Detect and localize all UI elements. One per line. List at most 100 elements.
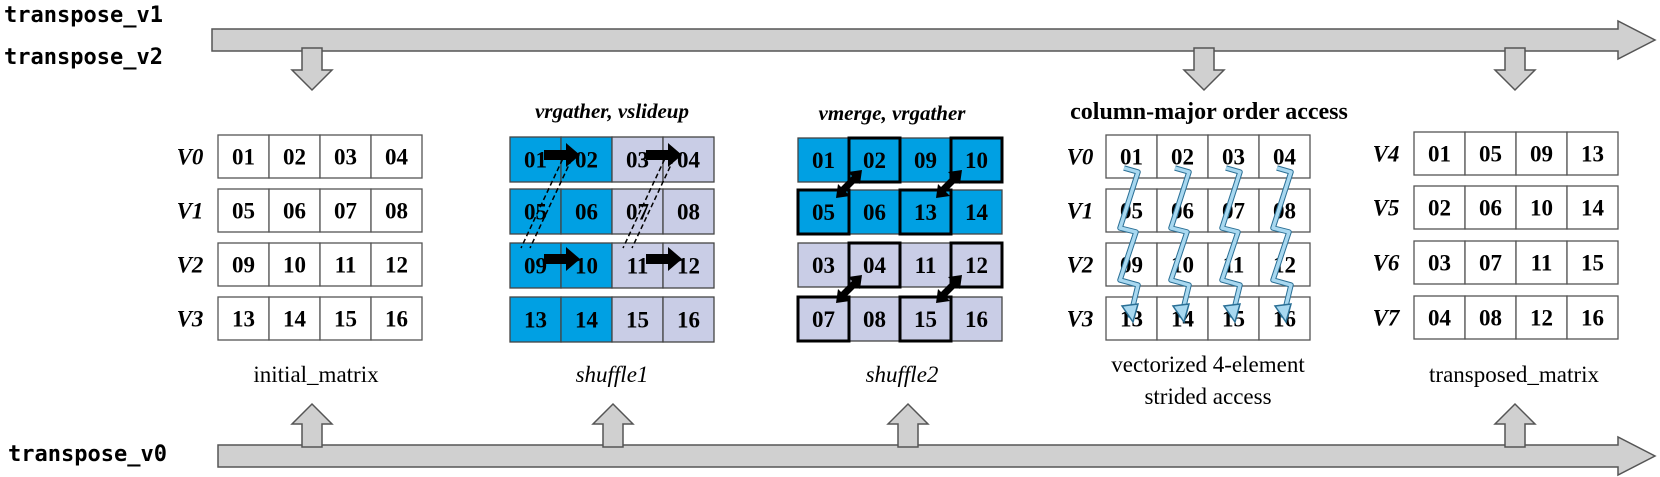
cell-value: 14: [575, 308, 599, 333]
cell-value: 06: [863, 200, 886, 225]
cell-value: 10: [1530, 196, 1553, 221]
cell-value: 11: [1531, 251, 1553, 276]
swap-cell-highlight: [847, 241, 902, 289]
shuffle2-swap-heads: [836, 170, 962, 303]
matrix-cell: [217, 188, 270, 233]
cell-value: 10: [575, 254, 598, 279]
cell-value: 01: [1428, 142, 1451, 167]
matrix-cell: [370, 188, 423, 233]
cell-value: 12: [965, 253, 988, 278]
top-flow-arrow: [211, 19, 1657, 61]
row-label: V5: [1373, 196, 1400, 221]
cell-value: 06: [283, 199, 306, 224]
cell-value: 05: [1479, 142, 1502, 167]
cell-value: 07: [334, 199, 357, 224]
up-arrow-shuffle1: [591, 402, 635, 448]
matrix-cell: [1413, 295, 1466, 340]
row-label: V3: [177, 307, 204, 332]
cell-value: 09: [914, 148, 937, 173]
matrix-cell: [899, 242, 952, 288]
cell-value: 01: [1120, 145, 1143, 170]
matrix-cell: [662, 188, 715, 235]
down-arrow-initial: [290, 47, 334, 92]
row-label: V1: [1067, 199, 1094, 224]
cell-value: 02: [863, 148, 886, 173]
cell-value: 15: [914, 307, 937, 332]
zigzag-arrow-head: [1273, 303, 1293, 324]
cell-value: 14: [965, 200, 989, 225]
cell-value: 09: [524, 254, 547, 279]
cell-value: 02: [1428, 196, 1451, 221]
cell-value: 04: [385, 145, 409, 170]
header-shuffle1-ops: vrgather, vslideup: [535, 99, 689, 123]
zigzag-arrow: [1118, 166, 1140, 319]
header-shuffle2-ops: vmerge, vrgather: [819, 101, 967, 125]
cell-value: 16: [1581, 306, 1604, 331]
cell-value: 05: [812, 200, 835, 225]
cell-value: 16: [965, 307, 988, 332]
cell-value: 16: [677, 308, 700, 333]
up-arrow-transposed: [1493, 402, 1537, 448]
header-column-major: column-major order access: [1070, 99, 1348, 125]
matrix-cell: [1207, 134, 1260, 179]
cell-value: 16: [385, 307, 408, 332]
zigzag-arrow: [1220, 166, 1242, 319]
matrix-cell: [268, 134, 321, 179]
matrix-cell: [1464, 185, 1517, 230]
matrix-cell: [797, 137, 850, 183]
cell-value: 07: [1479, 251, 1502, 276]
caption-shuffle1: shuffle1: [576, 362, 649, 387]
label-transpose-v2: transpose_v2: [4, 45, 163, 70]
cell-value: 06: [575, 200, 598, 225]
bottom-flow-arrow: [217, 435, 1657, 477]
label-transpose-v1: transpose_v1: [4, 3, 163, 28]
cell-value: 04: [1428, 306, 1452, 331]
swap-cell-highlight: [898, 295, 953, 343]
matrix-cell: [370, 242, 423, 287]
cell-value: 08: [1479, 306, 1502, 331]
matrix-cell: [1515, 295, 1568, 340]
zigzag-arrow: [1271, 166, 1293, 319]
up-arrow-initial: [290, 402, 334, 448]
cell-value: 05: [232, 199, 255, 224]
cell-value: 15: [334, 307, 357, 332]
cell-value: 10: [283, 253, 306, 278]
matrix-cell: [1464, 131, 1517, 176]
cell-value: 13: [1581, 142, 1604, 167]
matrix-cell: [1515, 240, 1568, 285]
caption-initial-matrix: initial_matrix: [253, 362, 379, 387]
shuffle2-swap-arrows: [840, 175, 958, 298]
matrix-cell: [899, 137, 952, 183]
cell-value: 03: [334, 145, 357, 170]
cell-value: 01: [812, 148, 835, 173]
matrix-cell: [268, 188, 321, 233]
matrix-cell: [509, 296, 562, 343]
caption-strided-line1: vectorized 4-element: [1111, 352, 1305, 377]
cell-value: 13: [524, 308, 547, 333]
matrix-cell: [1413, 240, 1466, 285]
down-arrow-column-major: [1182, 47, 1226, 92]
swap-cell-highlight: [898, 188, 953, 236]
matrix-cell: [1464, 295, 1517, 340]
cell-value: 02: [575, 148, 598, 173]
zigzag-arrow-head: [1222, 303, 1242, 324]
row-label: V2: [1067, 253, 1094, 278]
cell-value: 12: [677, 254, 700, 279]
matrix-cell: [217, 242, 270, 287]
matrix-cell: [268, 296, 321, 341]
shuffle1-gather-arrows: [544, 143, 682, 271]
cell-value: 14: [1581, 196, 1605, 221]
cell-value: 02: [1171, 145, 1194, 170]
cell-value: 04: [1273, 145, 1297, 170]
matrix-cell: [662, 296, 715, 343]
cell-value: 08: [677, 200, 700, 225]
cell-value: 09: [1530, 142, 1553, 167]
row-label: V7: [1373, 306, 1401, 331]
cell-value: 01: [524, 148, 547, 173]
cell-value: 01: [232, 145, 255, 170]
